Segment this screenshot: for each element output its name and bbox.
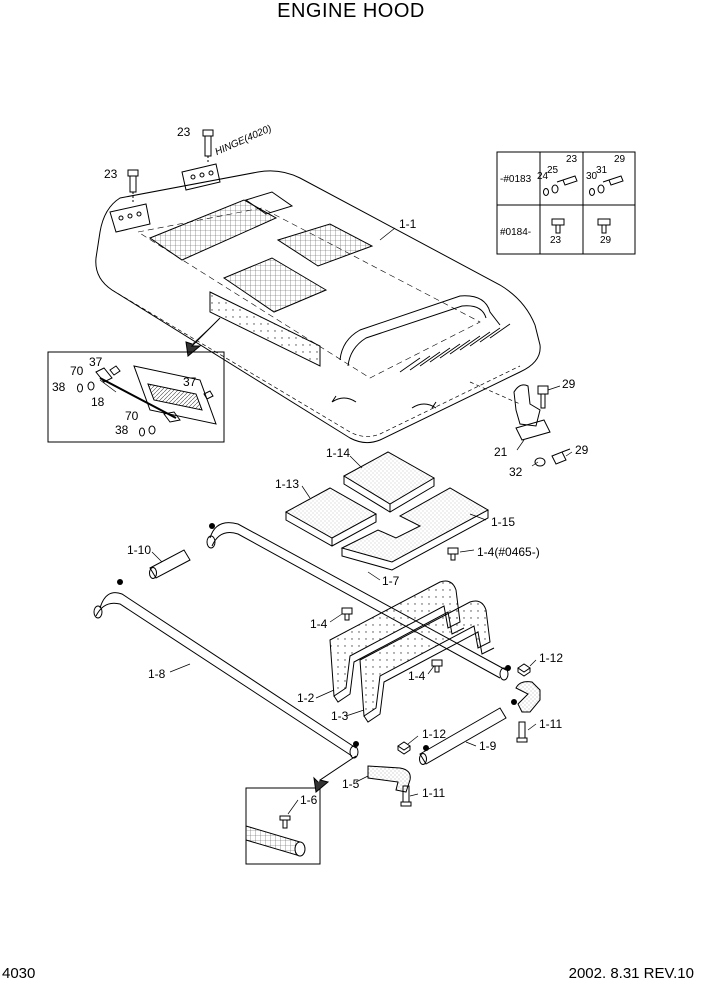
pipe-1-10 xyxy=(149,549,191,579)
serial-r1c2-part-30: 30 xyxy=(586,171,598,182)
callout-38-b: 38 xyxy=(115,423,129,437)
bracket-1-3 xyxy=(359,600,495,723)
latch-assembly xyxy=(469,381,571,467)
reference-dots xyxy=(117,523,517,751)
hinge-bracket-right xyxy=(181,163,221,191)
serial-r1c1-part-24: 24 xyxy=(537,171,549,182)
serial-r1c2-part-31: 31 xyxy=(596,165,608,176)
callout-70-b: 70 xyxy=(125,409,139,423)
pad-1-13 xyxy=(284,487,378,547)
elbow-upper-right xyxy=(515,681,541,713)
serial-r2c2-part: 29 xyxy=(600,235,612,246)
tube-1-7 xyxy=(206,522,509,681)
pipe-1-9 xyxy=(419,707,507,765)
callout-1-11-upper: 1-11 xyxy=(539,717,563,731)
serial-table xyxy=(496,151,636,255)
bolt-1-4-serial xyxy=(447,547,459,561)
callout-1-15: 1-15 xyxy=(491,515,516,529)
callout-29-a: 29 xyxy=(562,377,576,391)
callout-1-4-serial: 1-4(#0465-) xyxy=(477,545,540,559)
callout-21: 21 xyxy=(494,445,508,459)
page-title: ENGINE HOOD xyxy=(277,0,425,22)
callout-1-11-lower: 1-11 xyxy=(422,786,446,800)
serial-r1c2-part-29: 29 xyxy=(614,154,626,165)
callout-1-14: 1-14 xyxy=(326,446,351,460)
bolt-23-top xyxy=(202,129,214,162)
serial-row2-label: #0184- xyxy=(500,227,532,238)
callout-1-8: 1-8 xyxy=(148,667,166,681)
callout-38-a: 38 xyxy=(52,380,66,394)
callout-1-5: 1-5 xyxy=(342,777,360,791)
elbow-1-5 xyxy=(367,765,411,793)
serial-row1-label: -#0183 xyxy=(500,174,532,185)
callout-1-13: 1-13 xyxy=(275,477,300,491)
callout-1-12-upper: 1-12 xyxy=(539,651,564,665)
tube-1-8 xyxy=(93,592,359,759)
serial-r1c1-part-25: 25 xyxy=(547,165,559,176)
callout-23-top: 23 xyxy=(177,125,191,139)
callout-1-12-lower: 1-12 xyxy=(422,727,447,741)
callout-1-6: 1-6 xyxy=(300,793,318,807)
callout-23-left: 23 xyxy=(104,167,118,181)
bolt-1-4-a xyxy=(341,607,353,621)
callout-70-a: 70 xyxy=(70,364,84,378)
serial-r1c1-part-23: 23 xyxy=(566,154,578,165)
callout-1-7: 1-7 xyxy=(382,574,400,588)
pad-1-14 xyxy=(342,451,435,513)
bolt-1-11-upper xyxy=(516,721,528,743)
callout-37-b: 37 xyxy=(183,375,197,389)
latch-inset-box xyxy=(47,351,225,443)
serial-r2c1-part: 23 xyxy=(550,235,562,246)
callout-29-b: 29 xyxy=(575,443,589,457)
tube-clip-inset-box xyxy=(245,755,357,865)
callout-18: 18 xyxy=(91,395,105,409)
callout-1-2: 1-2 xyxy=(297,691,315,705)
callout-1-10: 1-10 xyxy=(127,543,152,557)
bolt-1-11-lower xyxy=(400,785,412,807)
leader-lines xyxy=(99,227,573,815)
callout-1-4-b: 1-4 xyxy=(408,669,426,683)
nut-1-12-lower xyxy=(397,741,411,755)
bolt-23-left xyxy=(127,169,139,204)
nut-1-12-upper xyxy=(517,663,531,677)
pad-1-15 xyxy=(340,487,490,571)
revision-date: 2002. 8.31 REV.10 xyxy=(568,965,694,982)
callout-1-1: 1-1 xyxy=(399,217,417,231)
bolt-1-4-b xyxy=(431,659,443,673)
callout-1-4-a: 1-4 xyxy=(310,617,328,631)
callout-37-a: 37 xyxy=(89,355,103,369)
callout-32: 32 xyxy=(509,465,523,479)
callout-1-9: 1-9 xyxy=(479,739,497,753)
page-number: 4030 xyxy=(2,965,36,982)
callout-1-3: 1-3 xyxy=(331,709,349,723)
hinge-bracket-left xyxy=(109,203,151,233)
engine-hood-shell xyxy=(95,170,541,444)
